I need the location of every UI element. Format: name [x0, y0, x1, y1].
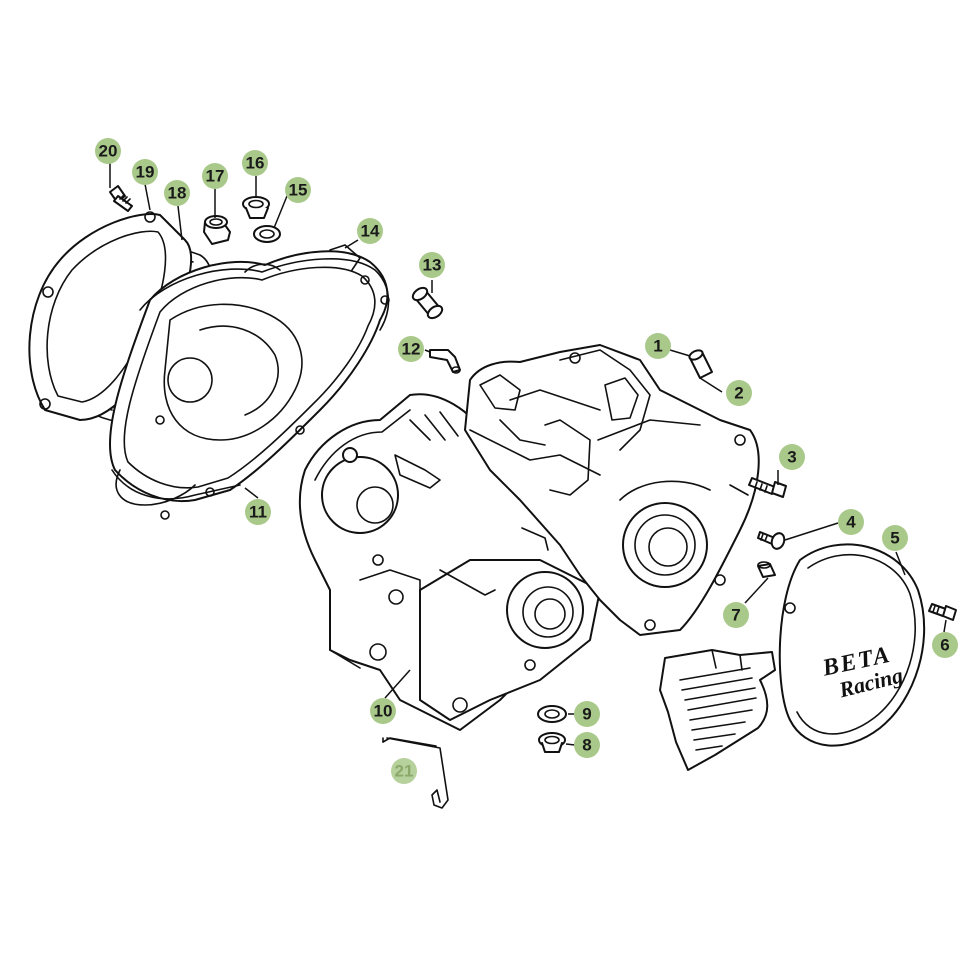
- svg-text:3: 3: [787, 448, 796, 467]
- svg-text:20: 20: [99, 142, 118, 161]
- svg-text:2: 2: [734, 384, 743, 403]
- callout-5[interactable]: 5: [882, 525, 908, 551]
- svg-text:11: 11: [249, 503, 267, 522]
- part-6-screw: [928, 603, 957, 621]
- callouts: 1 2 3 4 5 6 7 8: [95, 138, 958, 784]
- callout-20[interactable]: 20: [95, 138, 121, 164]
- callout-7[interactable]: 7: [723, 602, 749, 628]
- part-21-clip: [382, 737, 449, 809]
- part-15-washer: [253, 225, 281, 243]
- part-10-crankcase-left: [298, 393, 601, 731]
- callout-13[interactable]: 13: [419, 252, 445, 278]
- callout-16[interactable]: 16: [242, 150, 268, 176]
- svg-text:21: 21: [395, 762, 414, 781]
- part-3-screw: [748, 477, 787, 498]
- part-20-screw: [109, 185, 133, 212]
- svg-text:5: 5: [890, 529, 899, 548]
- svg-text:8: 8: [582, 736, 591, 755]
- part-7-pin: [757, 561, 776, 578]
- part-17-plug: [203, 215, 231, 245]
- svg-text:9: 9: [582, 705, 591, 724]
- callout-15[interactable]: 15: [285, 177, 311, 203]
- part-8-drain-plug: [538, 732, 566, 753]
- callout-9[interactable]: 9: [574, 701, 600, 727]
- part-13-bushing: [411, 286, 444, 320]
- callout-10[interactable]: 10: [370, 698, 396, 724]
- svg-text:1: 1: [653, 337, 662, 356]
- part-5-ignition-cover: BETA Racing: [659, 543, 926, 771]
- svg-text:6: 6: [940, 636, 949, 655]
- svg-text:10: 10: [374, 702, 393, 721]
- svg-text:14: 14: [361, 222, 380, 241]
- callout-4[interactable]: 4: [838, 509, 864, 535]
- part-16-plug: [242, 196, 270, 219]
- callout-19[interactable]: 19: [132, 159, 158, 185]
- leader-lines: [109, 163, 947, 746]
- part-9-washer: [537, 705, 567, 723]
- callout-6[interactable]: 6: [932, 632, 958, 658]
- callout-2[interactable]: 2: [726, 380, 752, 406]
- callout-3[interactable]: 3: [779, 444, 805, 470]
- callout-8[interactable]: 8: [574, 732, 600, 758]
- part-1-dowel: [688, 349, 713, 379]
- svg-text:7: 7: [731, 606, 740, 625]
- callout-12[interactable]: 12: [398, 336, 424, 362]
- callout-17[interactable]: 17: [202, 163, 228, 189]
- callout-11[interactable]: 11: [245, 499, 271, 525]
- svg-text:18: 18: [168, 184, 187, 203]
- svg-text:19: 19: [136, 163, 155, 182]
- callout-1[interactable]: 1: [645, 333, 671, 359]
- callout-14[interactable]: 14: [357, 218, 383, 244]
- part-11-gasket: [111, 258, 390, 500]
- svg-text:16: 16: [246, 154, 265, 173]
- part-2-crankcase-right: [464, 344, 760, 636]
- svg-text:4: 4: [846, 513, 856, 532]
- svg-text:12: 12: [402, 340, 421, 359]
- part-12-fitting: [429, 349, 461, 374]
- callout-21[interactable]: 21: [391, 758, 417, 784]
- svg-text:17: 17: [206, 167, 225, 186]
- svg-text:15: 15: [289, 181, 308, 200]
- svg-text:13: 13: [423, 256, 442, 275]
- part-4-screw: [757, 531, 786, 550]
- callout-18[interactable]: 18: [164, 180, 190, 206]
- part-14-clutch-cover: [108, 244, 390, 520]
